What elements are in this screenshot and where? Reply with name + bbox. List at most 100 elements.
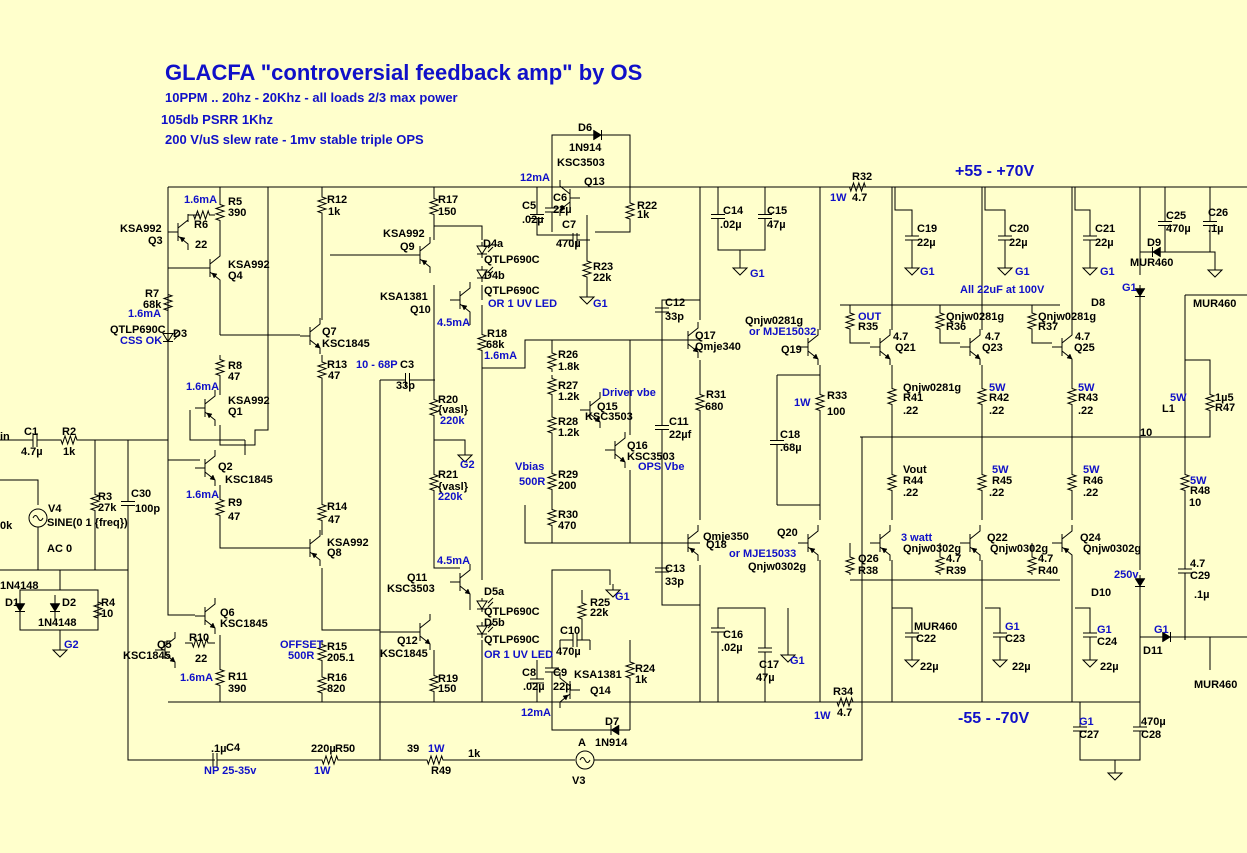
component-label: KSC3503	[585, 411, 633, 423]
component-label: R29	[558, 469, 578, 481]
component-label: KSA992	[228, 395, 270, 407]
component-label: C20	[1009, 223, 1029, 235]
component-label: V3	[572, 775, 585, 787]
component-label: Driver vbe	[602, 387, 656, 399]
component-label: 470µ	[556, 646, 581, 658]
component-label: R25	[590, 597, 610, 609]
npn-transistor	[559, 180, 580, 216]
component-label: G1	[1154, 624, 1169, 636]
component-label: C29	[1190, 570, 1210, 582]
wire	[1074, 187, 1091, 228]
resistor	[1066, 385, 1078, 408]
component-label: Q19	[781, 344, 802, 356]
component-label: 1µ5	[1215, 392, 1234, 404]
component-label: G1	[1079, 716, 1094, 728]
pnp-transistor	[678, 525, 699, 561]
component-label: R24	[635, 663, 656, 675]
component-label: 150	[438, 206, 456, 218]
component-label: 1.6mA	[128, 308, 161, 320]
component-label: 100	[827, 406, 845, 418]
ground-symbol	[903, 262, 921, 276]
component-label: or MJE15032	[749, 326, 816, 338]
resistor	[830, 696, 860, 708]
component-label: Qnjw0281g	[745, 315, 803, 327]
component-label: R23	[593, 261, 613, 273]
component-label: D3	[173, 328, 187, 340]
component-label: D9	[1147, 237, 1161, 249]
resistor	[546, 468, 558, 495]
component-label: R18	[487, 328, 507, 340]
component-label: G1	[1015, 266, 1030, 278]
wire	[536, 228, 580, 236]
component-label: 1.6mA	[186, 489, 219, 501]
component-label: 3 watt	[901, 532, 933, 544]
capacitor	[1178, 560, 1192, 582]
component-label: 22µ	[917, 237, 936, 249]
component-label: 390	[228, 207, 246, 219]
npn-transistor	[410, 614, 431, 650]
wire	[594, 437, 863, 761]
component-label: 1W	[794, 397, 811, 409]
diode	[1134, 575, 1146, 590]
ground-symbol	[456, 449, 474, 463]
resistor	[546, 350, 558, 372]
resistor	[886, 470, 898, 495]
component-label: MUR460	[914, 621, 957, 633]
component-label: R36	[946, 321, 966, 333]
component-label: R15	[327, 641, 347, 653]
component-label: KSC1845	[225, 474, 273, 486]
resistor	[546, 505, 558, 530]
resistor	[934, 555, 946, 575]
component-label: R4	[101, 597, 116, 609]
led	[476, 597, 494, 612]
component-label: G1	[1097, 624, 1112, 636]
diode	[49, 595, 61, 620]
component-label: R41	[903, 392, 923, 404]
component-label: 4.5mA	[437, 555, 470, 567]
ground-symbol	[1081, 262, 1099, 276]
component-label: 22µ	[553, 204, 572, 216]
component-label: G1	[1005, 621, 1020, 633]
component-label: C18	[780, 429, 800, 441]
component-label: OUT	[858, 311, 882, 323]
wire	[0, 479, 39, 505]
resistor	[316, 500, 328, 525]
resistor	[546, 412, 558, 438]
component-label: .68µ	[780, 442, 802, 454]
npn-transistor	[155, 632, 176, 668]
capacitor	[1133, 720, 1147, 738]
component-label: 47	[328, 370, 340, 382]
component-label: C7	[562, 219, 576, 231]
component-label: R12	[327, 194, 347, 206]
component-label: or MJE15033	[729, 548, 796, 560]
wire	[939, 332, 960, 344]
component-label: C4	[226, 742, 241, 754]
capacitor	[1158, 215, 1172, 232]
pnp-transistor	[195, 390, 216, 426]
wire	[1079, 738, 1141, 761]
component-label: 220µ	[311, 743, 336, 755]
component-label: R13	[327, 359, 347, 371]
resistor	[1179, 470, 1191, 495]
component-label: C3	[400, 359, 414, 371]
capacitor	[390, 373, 425, 387]
component-label: R27	[558, 380, 578, 392]
component-label: 1.8k	[558, 361, 580, 373]
component-label: R32	[852, 171, 872, 183]
component-label: 4.7	[837, 707, 852, 719]
component-label: C13	[665, 563, 685, 575]
component-label: 1.6mA	[184, 194, 217, 206]
component-label: QTLP690C	[484, 606, 540, 618]
component-label: R20	[438, 394, 458, 406]
component-label: 390	[228, 683, 246, 695]
component-label: R26	[558, 349, 578, 361]
resistor	[428, 470, 440, 495]
resistor	[428, 395, 440, 420]
component-label: Q20	[777, 527, 798, 539]
component-label: R10	[189, 632, 209, 644]
component-label: KSA992	[383, 228, 425, 240]
component-label: Q9	[400, 241, 415, 253]
component-label: C23	[1005, 633, 1025, 645]
component-label: KSC3503	[387, 583, 435, 595]
component-label: R8	[228, 360, 242, 372]
